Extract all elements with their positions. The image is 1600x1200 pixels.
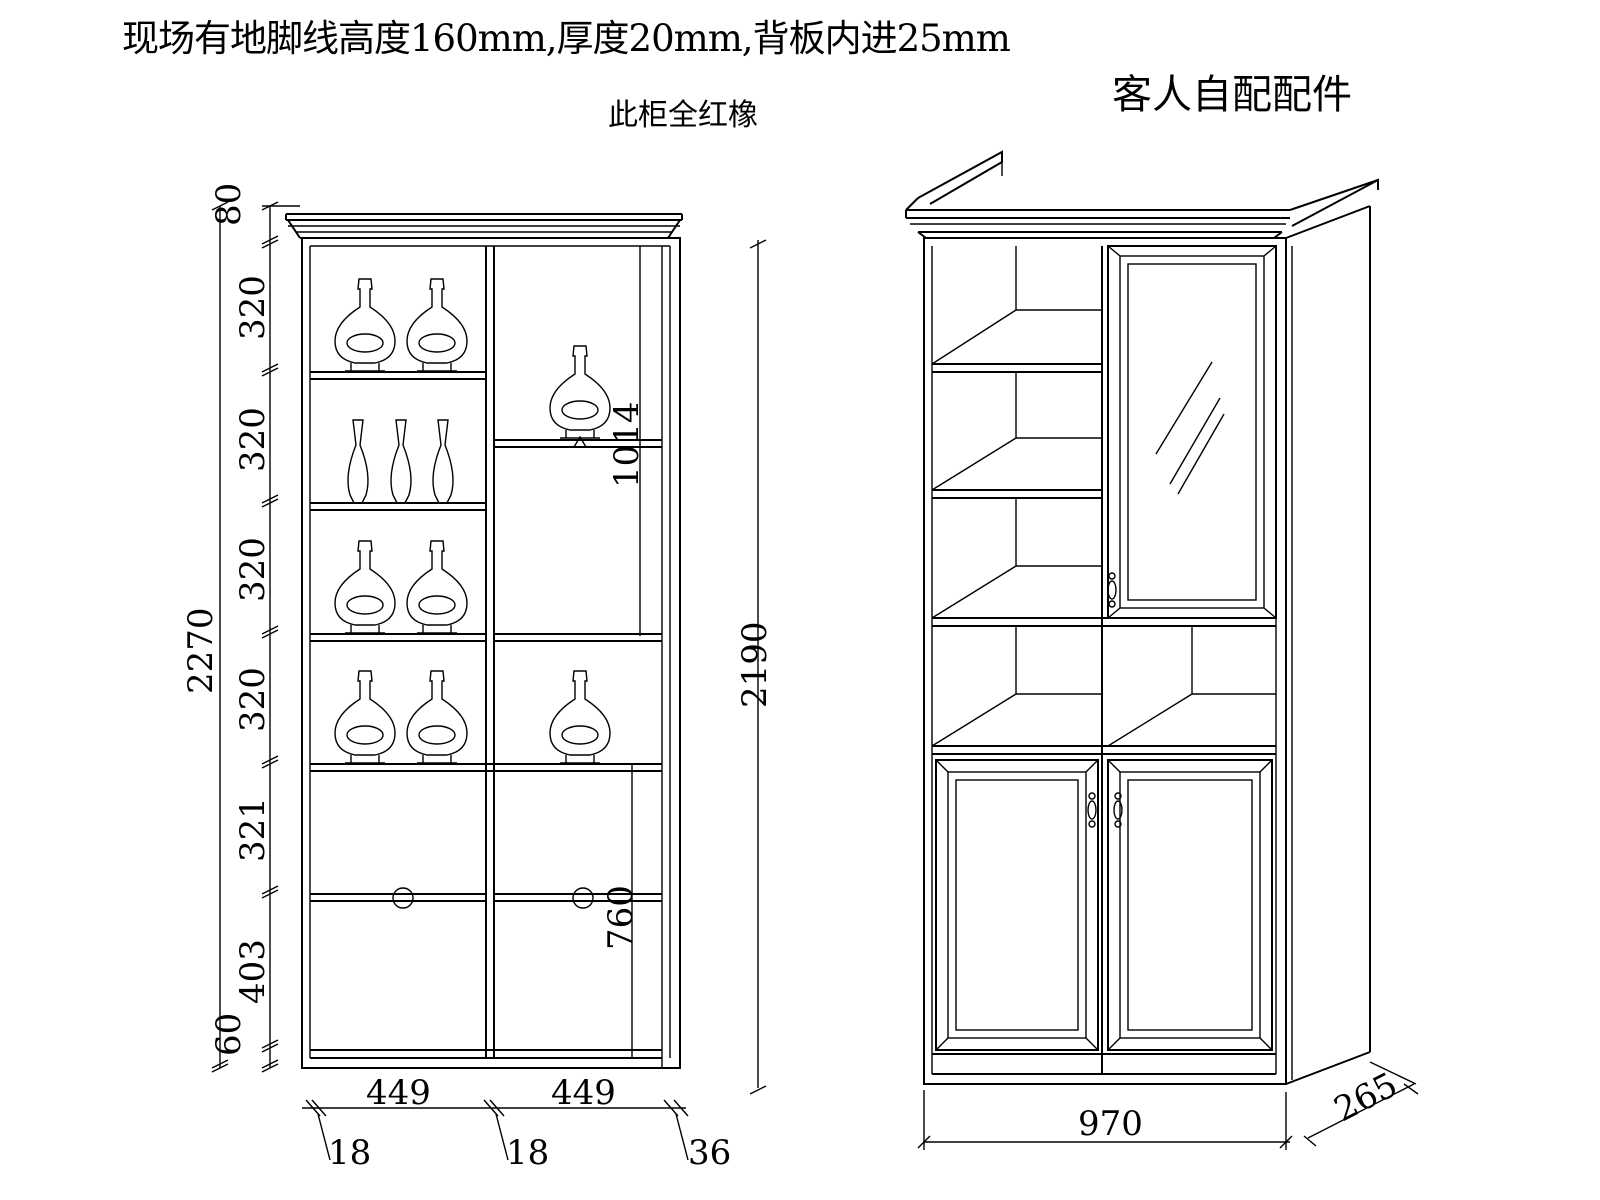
lower-doors (935, 759, 1273, 1051)
site-condition-note: 现场有地脚线高度160mm,厚度20mm,背板内进25mm (122, 17, 1011, 60)
top-crown-molding (285, 213, 683, 239)
dim-perspective-depth: 265 (1328, 1065, 1404, 1130)
accessories-note: 客人自配配件 (1112, 72, 1352, 118)
dim-inner-height: 2190 (735, 621, 775, 708)
dim-row-3: 320 (233, 537, 273, 602)
material-note: 此柜全红橡 (608, 98, 758, 133)
dim-top-crown: 80 (209, 183, 249, 226)
perspective-view: 970 265 (905, 150, 1419, 1150)
decor-vases (334, 278, 611, 764)
dim-right-bay-lower: 760 (601, 885, 641, 950)
cabinet-carcass (301, 237, 681, 1069)
dim-perspective-width: 970 (1078, 1104, 1143, 1144)
door-handles (1087, 572, 1123, 828)
dim-row-2: 320 (233, 407, 273, 472)
glass-door (1107, 245, 1277, 619)
dim-bay-width-right: 449 (551, 1073, 616, 1113)
perspective-crown (905, 150, 1379, 239)
dim-row-4: 320 (233, 667, 273, 732)
dim-right-bay-upper: 1014 (607, 401, 647, 488)
right-height-dimension: 2190 (735, 239, 775, 1095)
left-dimension-chain: 80 320 320 320 320 321 403 60 2270 (181, 183, 300, 1073)
bottom-width-dimensions: 449 449 18 18 36 (302, 1073, 731, 1173)
perspective-dimensions: 970 265 (917, 1061, 1419, 1150)
dim-panel-right: 36 (688, 1133, 731, 1173)
dim-bay-width-left: 449 (366, 1073, 431, 1113)
dim-row-5: 321 (233, 797, 273, 862)
perspective-carcass (923, 205, 1371, 1085)
dim-plinth: 60 (209, 1013, 249, 1056)
dim-panel-middle: 18 (506, 1133, 549, 1173)
dim-overall-height: 2270 (181, 607, 221, 694)
dim-row-6: 403 (233, 939, 273, 1004)
dim-panel-left: 18 (328, 1133, 371, 1173)
perspective-open-shelves (931, 246, 1276, 755)
dim-row-1: 320 (233, 275, 273, 340)
front-view: 80 320 320 320 320 321 403 60 2270 2190 … (181, 183, 775, 1173)
